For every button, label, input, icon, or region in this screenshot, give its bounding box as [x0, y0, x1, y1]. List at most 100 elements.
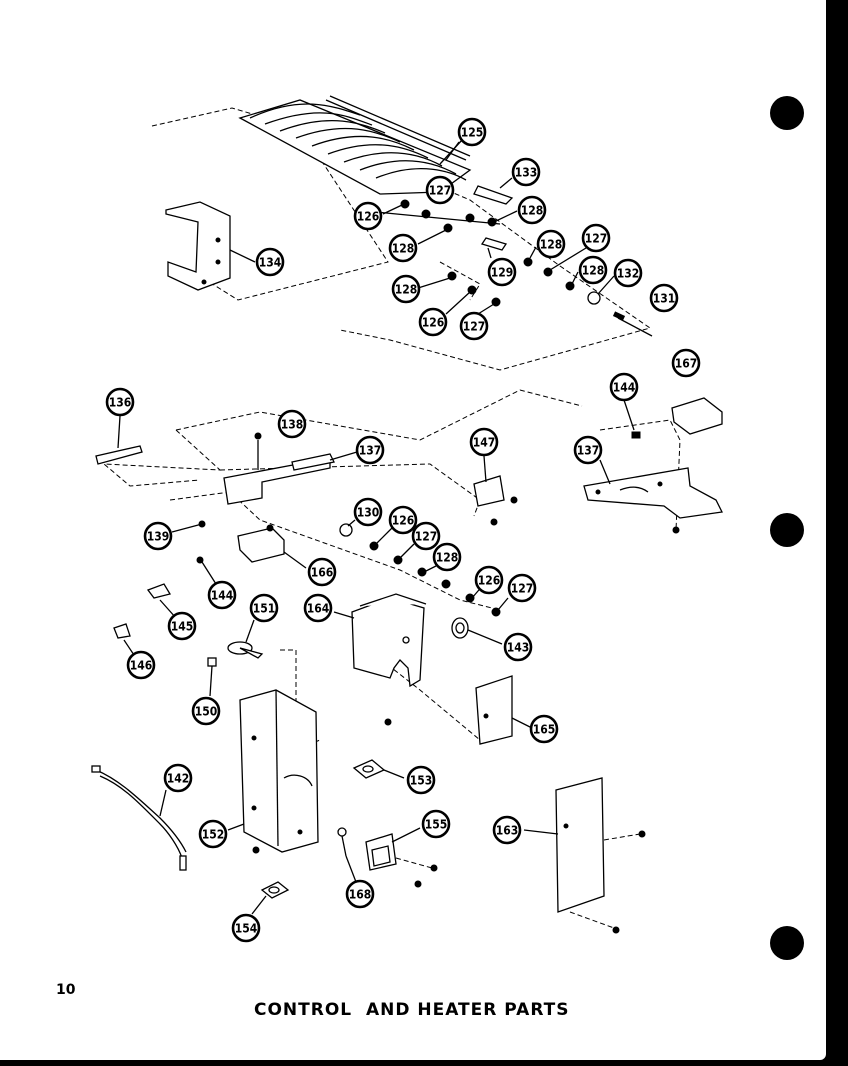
callout-label: 151	[253, 602, 276, 616]
callout-label: 126	[357, 210, 380, 224]
callout-circle	[167, 611, 197, 641]
callout-label: 167	[675, 357, 698, 371]
callout-label: 144	[211, 589, 234, 603]
callout-circle	[388, 505, 418, 535]
callout-130: 130	[353, 497, 383, 527]
callout-circle	[105, 387, 135, 417]
callout-circle	[249, 593, 279, 623]
callout-label: 128	[436, 551, 459, 565]
small-parts-145-146	[113, 583, 177, 659]
callout-154: 154	[231, 913, 261, 943]
callout-label: 154	[235, 922, 258, 936]
callout-circle	[613, 258, 643, 288]
callout-145: 145	[167, 611, 197, 641]
callout-136: 136	[105, 387, 135, 417]
callout-128b: 128	[388, 233, 418, 263]
callout-label: 134	[259, 256, 282, 270]
callout-128c: 128	[536, 229, 566, 259]
heater-coil	[238, 95, 472, 195]
callout-164: 164	[303, 593, 333, 623]
callout-126a: 126	[353, 201, 383, 231]
callout-155: 155	[421, 809, 451, 839]
callout-circle	[126, 650, 156, 680]
callout-label: 137	[577, 444, 600, 458]
callout-label: 130	[357, 506, 380, 520]
callout-circle	[459, 311, 489, 341]
callout-129: 129	[487, 257, 517, 287]
bracket-154	[260, 881, 290, 899]
callout-circle	[418, 307, 448, 337]
callout-circle	[191, 696, 221, 726]
control-bracket-137-right	[583, 467, 723, 534]
thermostat-151	[207, 641, 264, 667]
callout-166: 166	[307, 557, 337, 587]
callout-label: 152	[202, 828, 225, 842]
callout-leaders	[159, 141, 615, 915]
callout-label: 127	[429, 184, 452, 198]
callout-circle	[573, 435, 603, 465]
housing-152	[239, 689, 392, 854]
callout-label: 133	[515, 166, 538, 180]
callout-circle	[391, 274, 421, 304]
callout-circle	[425, 175, 455, 205]
callout-circle	[406, 765, 436, 795]
callout-circle	[303, 593, 333, 623]
callout-circle	[536, 229, 566, 259]
callout-label: 144	[613, 381, 636, 395]
callout-circle	[492, 815, 522, 845]
callout-circle	[198, 819, 228, 849]
callout-circle	[649, 283, 679, 313]
callout-128f: 128	[432, 542, 462, 572]
callout-circle	[307, 557, 337, 587]
binder-hole-bottom	[770, 926, 804, 960]
callout-144a: 144	[609, 372, 639, 402]
callout-circle	[581, 223, 611, 253]
callout-label: 153	[410, 774, 433, 788]
callout-127b: 127	[581, 223, 611, 253]
screw-168	[337, 827, 347, 857]
callout-label: 150	[195, 705, 218, 719]
callout-label: 131	[653, 292, 676, 306]
callout-151: 151	[249, 593, 279, 623]
callout-137b: 137	[573, 435, 603, 465]
control-bracket-137	[223, 432, 335, 505]
callout-label: 126	[422, 316, 445, 330]
callout-126c: 126	[388, 505, 418, 535]
callout-circle	[277, 409, 307, 439]
callout-circle	[421, 809, 451, 839]
callout-circle	[487, 257, 517, 287]
callout-label: 142	[167, 772, 190, 786]
binder-hole-top	[770, 96, 804, 130]
callout-circle	[255, 247, 285, 277]
callout-127c: 127	[459, 311, 489, 341]
callout-label: 128	[521, 204, 544, 218]
callout-circle	[345, 879, 375, 909]
callout-165: 165	[529, 714, 559, 744]
callout-168: 168	[345, 879, 375, 909]
callout-150: 150	[191, 696, 221, 726]
defrost-timer-167	[623, 397, 723, 439]
callout-label: 129	[491, 266, 514, 280]
callout-circle	[355, 435, 385, 465]
callout-127d: 127	[411, 521, 441, 551]
callout-126b: 126	[418, 307, 448, 337]
panel-163	[555, 777, 646, 934]
callout-144b: 144	[207, 580, 237, 610]
control-fasteners	[339, 523, 501, 617]
callout-163: 163	[492, 815, 522, 845]
callout-circle	[411, 521, 441, 551]
callout-label: 128	[395, 283, 418, 297]
callout-label: 137	[359, 444, 382, 458]
callout-label: 136	[109, 396, 132, 410]
exploded-parts-diagram: 1251331271261281281291281271281321311281…	[91, 95, 723, 943]
heater-fasteners	[375, 185, 653, 337]
callout-127a: 127	[425, 175, 455, 205]
callout-132: 132	[613, 258, 643, 288]
heater-dashed-outline	[151, 107, 652, 371]
callout-circle	[163, 763, 193, 793]
callout-label: 138	[281, 418, 304, 432]
callout-label: 163	[496, 824, 519, 838]
callout-circle	[231, 913, 261, 943]
callout-167: 167	[671, 348, 701, 378]
